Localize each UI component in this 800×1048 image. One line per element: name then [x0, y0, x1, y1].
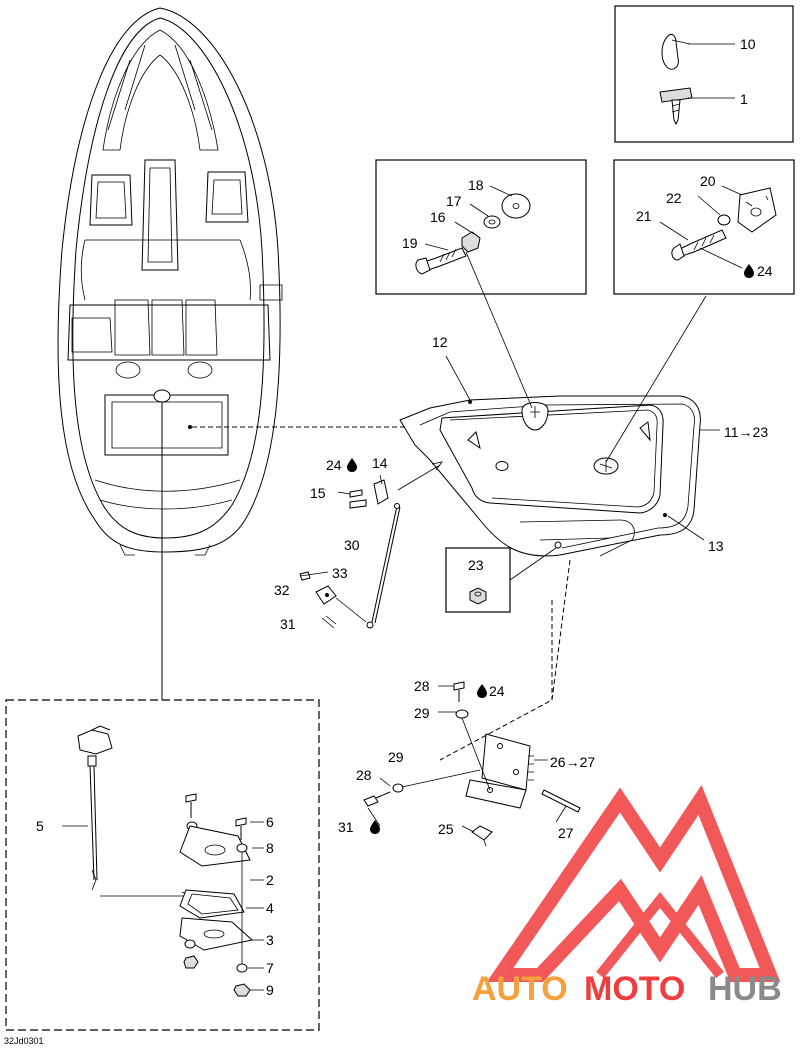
callout-22: 22 [666, 190, 682, 206]
callout-20: 20 [700, 173, 716, 189]
callout-30: 30 [344, 537, 360, 553]
watermark-wordmark: AUTO MOTO HUB [472, 970, 782, 1008]
callout-29-side: 29 [388, 749, 404, 765]
adhesive-drop-icons [347, 264, 754, 834]
detail-box-bumper [613, 159, 795, 295]
detail-box-clamp-screw [614, 5, 794, 143]
callout-33: 33 [332, 565, 348, 581]
callout-12: 12 [432, 334, 448, 350]
callout-28-top: 28 [414, 678, 430, 694]
callout-25: 25 [438, 821, 454, 837]
callout-10: 10 [740, 36, 756, 52]
adhesive-drop-icon [744, 264, 754, 278]
callout-2: 2 [266, 872, 274, 888]
callout-28-side: 28 [356, 767, 372, 783]
callout-31-hinge: 31 [338, 819, 354, 835]
callout-14: 14 [372, 455, 388, 471]
watercraft-deck [57, 7, 283, 556]
callout-13: 13 [708, 538, 724, 554]
callout-6: 6 [266, 814, 274, 830]
leader-13 [667, 515, 705, 541]
adhesive-drop-icon [370, 820, 380, 834]
callout-21: 21 [636, 208, 652, 224]
callout-1: 1 [740, 91, 748, 107]
callout-26: 26→27 [550, 754, 595, 770]
leader-fastener-box [465, 251, 533, 409]
callout-3: 3 [266, 932, 274, 948]
callout-27: 27 [558, 825, 574, 841]
watermark-hub: HUB [708, 970, 782, 1008]
callout-11: 11→23 [724, 424, 768, 440]
storage-cover-panel [399, 395, 701, 557]
callout-19: 19 [402, 235, 418, 251]
callout-24-rod: 24 [326, 457, 342, 473]
hinge-assembly [363, 559, 581, 847]
detail-box-nut [445, 547, 557, 613]
support-rod-assembly [299, 461, 443, 629]
adhesive-drop-icon [477, 684, 487, 698]
callout-9: 9 [266, 982, 274, 998]
detail-box-fastener [375, 159, 587, 295]
callout-31-rod: 31 [280, 616, 296, 632]
callout-32: 32 [274, 582, 290, 598]
callout-23: 23 [468, 557, 484, 573]
callout-8: 8 [266, 840, 274, 856]
callout-17: 17 [446, 193, 462, 209]
leader-bumper-box [605, 295, 707, 463]
callout-24-hinge: 24 [489, 683, 505, 699]
adhesive-drop-icon [347, 458, 357, 472]
callout-labels: 10 1 18 17 16 19 20 22 21 24 12 11→23 13… [4, 36, 773, 1046]
callout-24-bumper: 24 [757, 263, 773, 279]
detail-box-dipstick [5, 699, 320, 1031]
drawing-code: 32Jd0301 [4, 1036, 44, 1046]
watermark-moto: MOTO [584, 970, 685, 1008]
watermark-auto: AUTO [472, 970, 568, 1008]
callout-16: 16 [430, 209, 446, 225]
callout-18: 18 [468, 177, 484, 193]
triangle-m-logo-icon [486, 785, 781, 982]
callout-5: 5 [36, 818, 44, 834]
callout-7: 7 [266, 960, 274, 976]
leader-12 [445, 355, 471, 401]
callout-29-top: 29 [414, 705, 430, 721]
callout-4: 4 [266, 900, 274, 916]
callout-15: 15 [310, 485, 326, 501]
